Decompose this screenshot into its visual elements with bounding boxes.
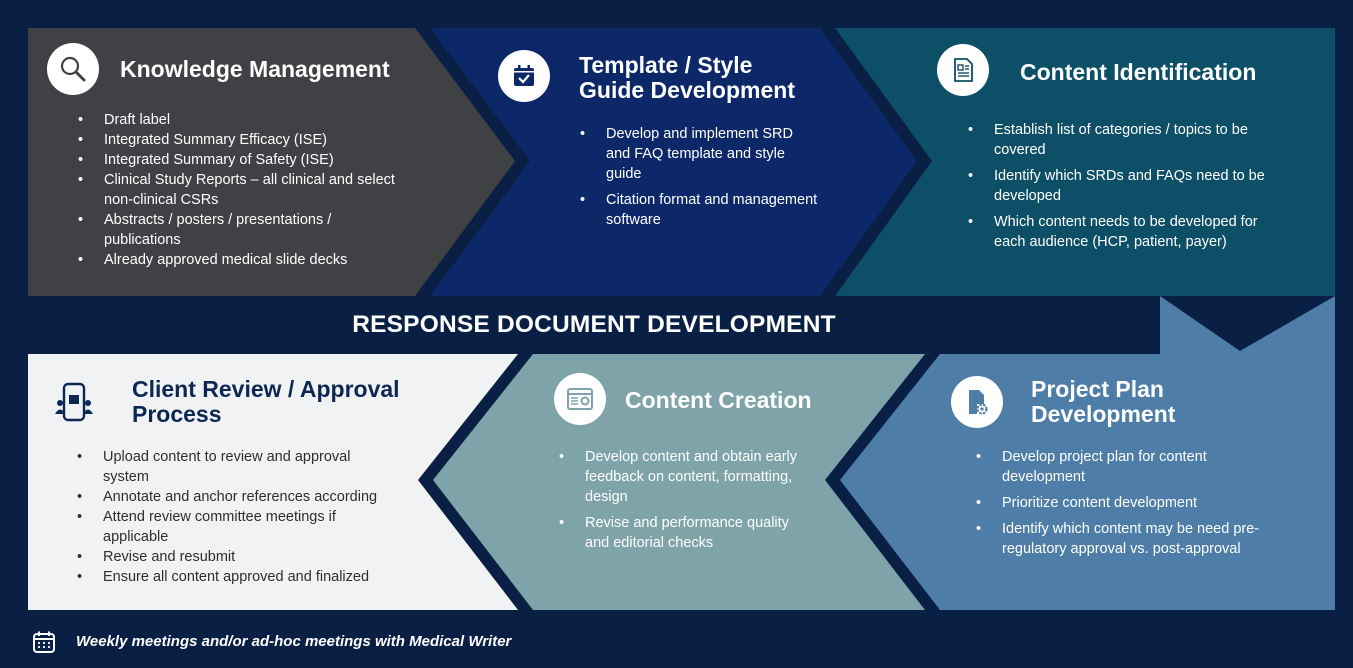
list-item: Develop project plan for content develop… (974, 447, 1274, 487)
client-review-title: Client Review / Approval Process (132, 376, 400, 427)
content-creation-title: Content Creation (625, 387, 812, 413)
list-item: Clinical Study Reports – all clinical an… (76, 170, 396, 210)
project-plan-list: Develop project plan for content develop… (974, 447, 1274, 565)
list-item: Develop content and obtain early feedbac… (557, 447, 817, 507)
list-item: Attend review committee meetings if appl… (75, 507, 395, 547)
web-content-icon (554, 373, 606, 425)
list-item: Integrated Summary of Safety (ISE) (76, 150, 396, 170)
knowledge-title: Knowledge Management (120, 56, 390, 82)
knowledge-list: Draft label Integrated Summary Efficacy … (76, 110, 396, 270)
banner-title: RESPONSE DOCUMENT DEVELOPMENT (352, 311, 836, 338)
list-item: Draft label (76, 110, 396, 130)
list-item: Revise and performance quality and edito… (557, 513, 817, 553)
template-title: Template / Style Guide Development (579, 52, 795, 103)
calendar-icon (32, 630, 56, 659)
list-item: Citation format and management software (578, 190, 818, 230)
document-gear-icon (951, 376, 1003, 428)
search-icon (47, 43, 99, 95)
list-item: Revise and resubmit (75, 547, 395, 567)
list-item: Prioritize content development (974, 493, 1274, 513)
template-list: Develop and implement SRD and FAQ templa… (578, 124, 818, 236)
list-item: Identify which SRDs and FAQs need to be … (966, 166, 1286, 206)
client-review-list: Upload content to review and approval sy… (75, 447, 395, 587)
project-plan-title: Project Plan Development (1031, 376, 1176, 427)
identification-title: Content Identification (1020, 59, 1257, 85)
list-item: Already approved medical slide decks (76, 250, 396, 270)
content-creation-list: Develop content and obtain early feedbac… (557, 447, 817, 559)
list-item: Integrated Summary Efficacy (ISE) (76, 130, 396, 150)
list-item: Ensure all content approved and finalize… (75, 567, 395, 587)
approval-phone-icon (48, 376, 100, 428)
list-item: Annotate and anchor references according (75, 487, 395, 507)
list-item: Which content needs to be developed for … (966, 212, 1286, 252)
footer-note: Weekly meetings and/or ad-hoc meetings w… (76, 633, 512, 650)
list-item: Upload content to review and approval sy… (75, 447, 395, 487)
identification-list: Establish list of categories / topics to… (966, 120, 1286, 258)
document-icon (937, 44, 989, 96)
calendar-check-icon (498, 50, 550, 102)
list-item: Abstracts / posters / presentations / pu… (76, 210, 396, 250)
list-item: Develop and implement SRD and FAQ templa… (578, 124, 818, 184)
list-item: Establish list of categories / topics to… (966, 120, 1286, 160)
list-item: Identify which content may be need pre- … (974, 519, 1274, 559)
